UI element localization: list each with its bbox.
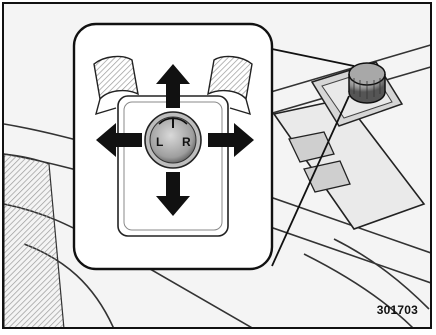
door-trim-hatched-band [4, 154, 64, 329]
selector-label-right: R [182, 135, 191, 149]
figure-frame: L R 301703 [2, 2, 432, 329]
door-panel-illustration: L R [4, 4, 432, 329]
figure-code: 301703 [377, 303, 418, 317]
selector-knob: L R [145, 112, 201, 168]
selector-label-left: L [156, 135, 163, 149]
mirror-control-knob [349, 63, 385, 103]
